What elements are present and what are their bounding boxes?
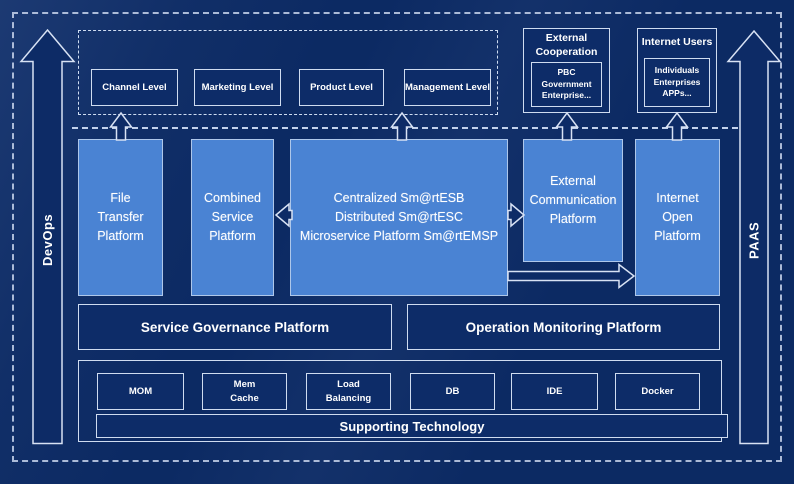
channel-level-box: Channel Level (91, 69, 178, 106)
management-level-box: Management Level (404, 69, 491, 106)
tech-box-db: DB (410, 373, 495, 410)
dashed-separator-line (72, 127, 738, 129)
operation-monitoring-platform: Operation Monitoring Platform (407, 304, 720, 350)
internet-users-members: Individuals Enterprises APPs... (644, 58, 710, 107)
marketing-level-box: Marketing Level (194, 69, 281, 106)
tech-box-ide: IDE (511, 373, 598, 410)
internet-open-platform: Internet Open Platform (635, 139, 720, 296)
levels-band: Channel Level Marketing Level Product Le… (78, 30, 498, 115)
internet-users-title: Internet Users (641, 36, 713, 49)
tech-box-mom: MOM (97, 373, 184, 410)
tech-box-mem-cache: Mem Cache (202, 373, 287, 410)
product-level-box: Product Level (299, 69, 384, 106)
esb-platform-suite: Centralized Sm@rtESB Distributed Sm@rtES… (290, 139, 508, 296)
supporting-technology-bar: Supporting Technology (96, 414, 728, 438)
supporting-technology-section: MOM Mem Cache Load Balancing DB IDE Dock… (78, 360, 728, 442)
external-cooperation-title: External Cooperation (535, 32, 598, 58)
file-transfer-platform: File Transfer Platform (78, 139, 163, 296)
combined-service-platform: Combined Service Platform (191, 139, 274, 296)
paas-rail-label: PAAS (746, 221, 762, 259)
external-cooperation-members: PBC Government Enterprise... (531, 62, 602, 107)
tech-box-load-balancing: Load Balancing (306, 373, 391, 410)
devops-rail-label: DevOps (40, 213, 55, 267)
external-cooperation-box: External Cooperation PBC Government Ente… (523, 28, 610, 113)
tech-box-docker: Docker (615, 373, 700, 410)
internet-users-box: Internet Users Individuals Enterprises A… (637, 28, 717, 113)
external-communication-platform: External Communication Platform (523, 139, 623, 262)
service-governance-platform: Service Governance Platform (78, 304, 392, 350)
